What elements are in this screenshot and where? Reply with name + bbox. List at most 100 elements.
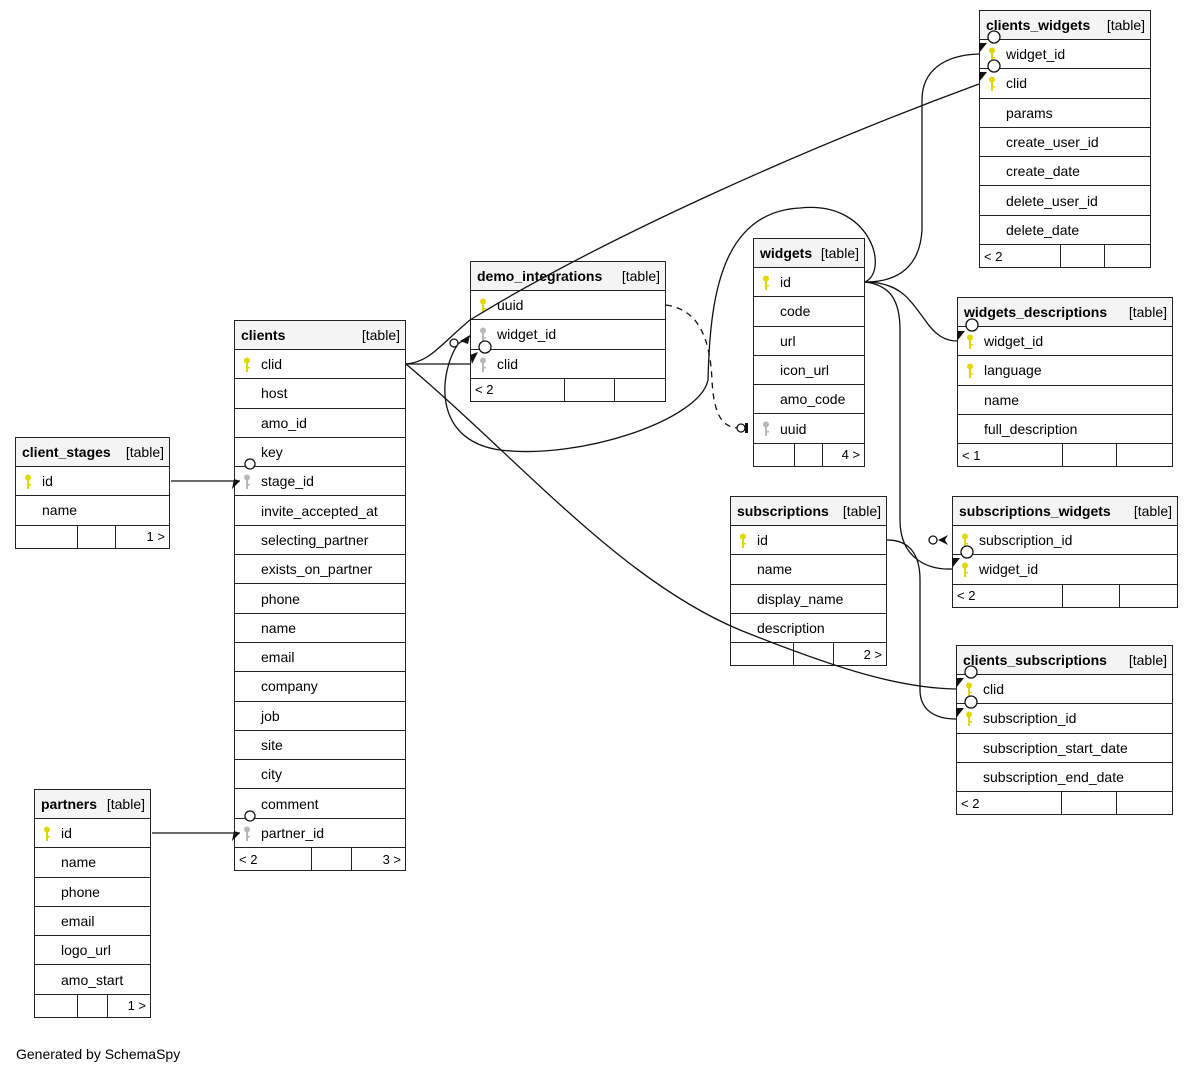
column-row[interactable]: uuid: [471, 291, 665, 321]
column-row[interactable]: subscription_id: [953, 526, 1177, 556]
column-row[interactable]: name: [958, 386, 1172, 415]
column-name: subscription_id: [983, 710, 1077, 727]
column-row[interactable]: phone: [35, 878, 150, 907]
column-row[interactable]: job: [235, 702, 405, 731]
footer-cell[interactable]: < 2: [471, 378, 565, 401]
footer-cell[interactable]: 3 >: [382, 851, 402, 867]
footer-cell: [795, 443, 823, 466]
column-row[interactable]: city: [235, 760, 405, 790]
table-header[interactable]: partners[table]: [35, 790, 150, 819]
column-row[interactable]: site: [235, 731, 405, 761]
column-row[interactable]: delete_date: [980, 216, 1150, 246]
footer-cell[interactable]: 2 >: [863, 646, 882, 662]
column-name: name: [61, 854, 97, 871]
footer-cell[interactable]: < 2: [980, 245, 1061, 268]
column-row[interactable]: uuid: [754, 414, 864, 444]
footer-cell[interactable]: 1 >: [146, 529, 165, 545]
footer-cell[interactable]: < 1: [958, 444, 1063, 467]
column-row[interactable]: partner_id: [235, 819, 405, 849]
table-subscriptions-widgets[interactable]: subscriptions_widgets[table]subscription…: [952, 496, 1178, 608]
table-header[interactable]: subscriptions_widgets[table]: [953, 497, 1177, 526]
column-row[interactable]: widget_id: [980, 40, 1150, 70]
footer-cell[interactable]: < 2: [957, 792, 1062, 815]
column-row[interactable]: email: [35, 907, 150, 937]
footer-cell[interactable]: < 2: [953, 584, 1063, 607]
column-row[interactable]: icon_url: [754, 356, 864, 386]
footer-cell[interactable]: 4 >: [841, 447, 860, 463]
column-row[interactable]: logo_url: [35, 936, 150, 966]
column-row[interactable]: name: [731, 555, 886, 585]
column-row[interactable]: code: [754, 297, 864, 327]
column-row[interactable]: clid: [957, 675, 1172, 705]
column-row[interactable]: email: [235, 643, 405, 673]
column-row[interactable]: exists_on_partner: [235, 555, 405, 585]
footer-cell[interactable]: 1 >: [127, 998, 146, 1014]
column-name: widget_id: [497, 326, 557, 343]
column-row[interactable]: clid: [980, 69, 1150, 99]
column-row[interactable]: comment: [235, 789, 405, 819]
column-row[interactable]: language: [958, 356, 1172, 386]
table-type-label: [table]: [361, 327, 400, 343]
column-row[interactable]: name: [35, 848, 150, 878]
column-row[interactable]: name: [16, 496, 169, 526]
column-row[interactable]: amo_code: [754, 385, 864, 415]
table-header[interactable]: clients[table]: [235, 321, 405, 350]
column-row[interactable]: company: [235, 672, 405, 702]
column-row[interactable]: id: [754, 268, 864, 298]
relationship-subscriptions-clients-subscriptions: [886, 539, 957, 720]
column-row[interactable]: create_date: [980, 157, 1150, 187]
column-row[interactable]: subscription_end_date: [957, 763, 1172, 793]
column-name: code: [780, 303, 811, 320]
column-row[interactable]: full_description: [958, 415, 1172, 445]
column-row[interactable]: widget_id: [471, 320, 665, 350]
column-row[interactable]: host: [235, 379, 405, 409]
column-row[interactable]: subscription_start_date: [957, 734, 1172, 763]
table-header[interactable]: client_stages[table]: [16, 438, 169, 467]
table-header[interactable]: widgets_descriptions[table]: [958, 298, 1172, 327]
column-row[interactable]: subscription_id: [957, 704, 1172, 734]
column-row[interactable]: key: [235, 438, 405, 468]
table-name: clients_subscriptions: [963, 652, 1107, 668]
column-row[interactable]: widget_id: [958, 327, 1172, 357]
column-row[interactable]: id: [35, 819, 150, 849]
column-row[interactable]: clid: [471, 350, 665, 379]
column-row[interactable]: invite_accepted_at: [235, 496, 405, 526]
column-row[interactable]: stage_id: [235, 467, 405, 497]
footer-cell[interactable]: < 2: [235, 848, 313, 871]
column-row[interactable]: create_user_id: [980, 128, 1150, 158]
column-row[interactable]: selecting_partner: [235, 526, 405, 556]
column-row[interactable]: amo_start: [35, 965, 150, 995]
column-row[interactable]: delete_user_id: [980, 186, 1150, 216]
table-header[interactable]: widgets[table]: [754, 239, 864, 268]
table-name: subscriptions_widgets: [959, 503, 1111, 519]
column-row[interactable]: widget_id: [953, 555, 1177, 585]
column-row[interactable]: name: [235, 614, 405, 643]
column-name: name: [757, 561, 793, 578]
column-name: delete_user_id: [1006, 192, 1098, 209]
column-row[interactable]: id: [731, 526, 886, 556]
table-clients-subscriptions[interactable]: clients_subscriptions[table]clid subscrip…: [956, 645, 1173, 816]
column-row[interactable]: url: [754, 327, 864, 356]
column-row[interactable]: amo_id: [235, 409, 405, 438]
column-row[interactable]: id: [16, 467, 169, 497]
column-row[interactable]: phone: [235, 584, 405, 614]
column-row[interactable]: display_name: [731, 585, 886, 614]
table-header[interactable]: subscriptions[table]: [731, 497, 886, 526]
footer-cell: [1105, 245, 1150, 267]
column-row[interactable]: params: [980, 99, 1150, 128]
table-header[interactable]: demo_integrations[table]: [471, 262, 665, 291]
table-header[interactable]: clients_widgets[table]: [980, 11, 1150, 40]
column-row[interactable]: description: [731, 614, 886, 644]
column-name: city: [261, 766, 282, 783]
column-row[interactable]: clid: [235, 350, 405, 380]
table-header[interactable]: clients_subscriptions[table]: [957, 646, 1172, 675]
table-name: partners: [41, 796, 98, 812]
